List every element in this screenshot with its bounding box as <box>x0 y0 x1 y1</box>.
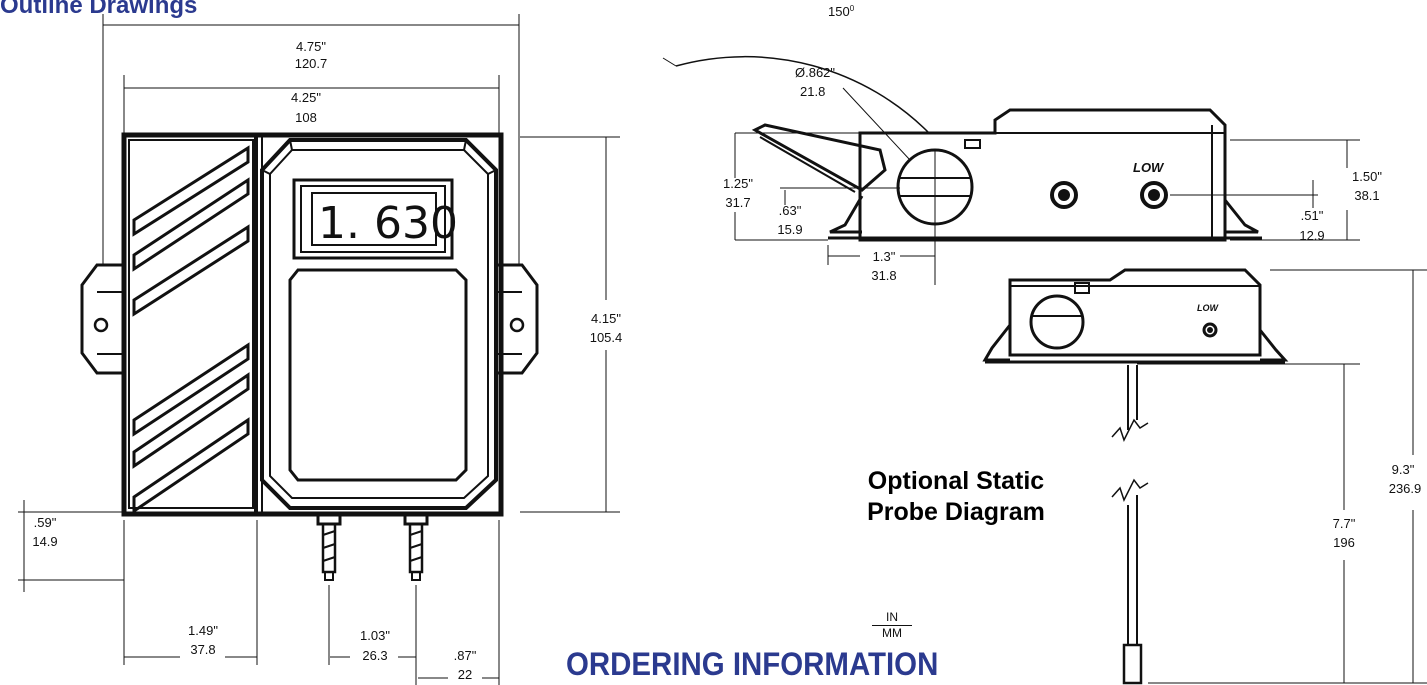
dim-body-width-mm: 108 <box>295 110 317 125</box>
side-right-flange <box>1223 199 1259 234</box>
dim-side-height-mm: 31.7 <box>725 195 750 210</box>
lcd-display <box>311 192 437 246</box>
dim-side-height-in: 1.25" <box>723 176 753 191</box>
high-pressure-fitting <box>1050 181 1078 209</box>
dim-probe-total-in: 9.3" <box>1392 462 1415 477</box>
dim-port-center-height-mm: 15.9 <box>777 222 802 237</box>
dim-probe-length-in: 7.7" <box>1333 516 1356 531</box>
dim-port-spacing-mm: 26.3 <box>362 648 387 663</box>
dim-bottom-offset-mm: 14.9 <box>32 534 57 549</box>
dim-port-right-in: .87" <box>454 648 477 663</box>
dim-height-in: 4.15" <box>591 311 621 326</box>
units-millimeters: MM <box>882 626 902 640</box>
side-view: 1500 Ø.862" 21.8 LOW <box>662 4 1382 285</box>
side-housing <box>858 108 1227 242</box>
probe-dimension-lines <box>1137 269 1427 684</box>
pressure-port-low <box>403 512 429 581</box>
lcd-window <box>292 178 454 260</box>
open-lid <box>751 123 887 192</box>
units-legend: IN MM <box>872 610 912 641</box>
dim-lid-angle: 1500 <box>828 4 855 19</box>
low-label: LOW <box>1133 160 1165 175</box>
left-mounting-hole <box>93 317 109 333</box>
housing-outline <box>121 132 504 517</box>
front-view: 1. 630 <box>18 14 622 685</box>
dim-height-mm: 105.4 <box>590 330 623 345</box>
static-probe-title-line2: Probe Diagram <box>867 498 1045 526</box>
probe-housing <box>1008 268 1262 357</box>
probe-left-flange <box>982 324 1012 362</box>
dim-port-diameter-mm: 21.8 <box>800 84 825 99</box>
dim-port-diameter-in: Ø.862" <box>795 65 835 80</box>
pressure-port-high <box>316 512 342 581</box>
dim-body-width-in: 4.25" <box>291 90 321 105</box>
outline-drawings-title: Outline Drawings <box>0 0 198 19</box>
static-probe-view: LOW 9.3" 236.9 7.7" 196 <box>982 268 1427 685</box>
faceplate-frame <box>260 138 498 510</box>
side-dimension-lines <box>734 132 1360 265</box>
units-inches: IN <box>872 610 912 626</box>
right-mounting-hole <box>509 317 525 333</box>
dim-port-center-height-in: .63" <box>779 203 802 218</box>
housing-diagonal-ribs <box>132 145 250 514</box>
dim-probe-length-mm: 196 <box>1333 535 1355 550</box>
dim-port-center-left-mm: 31.8 <box>871 268 896 283</box>
dim-port-right-mm: 22 <box>458 667 472 682</box>
lcd-reading: 1. 630 <box>318 198 458 249</box>
dim-port-left-mm: 37.8 <box>190 642 215 657</box>
dim-overall-side-height-in: 1.50" <box>1352 169 1382 184</box>
front-dimension-lines <box>18 14 620 685</box>
dim-low-port-height-in: .51" <box>1301 208 1324 223</box>
dim-port-spacing-in: 1.03" <box>360 628 390 643</box>
dim-low-port-height-mm: 12.9 <box>1299 228 1324 243</box>
probe-low-label: LOW <box>1197 303 1219 313</box>
static-probe-title: Optional Static Probe Diagram <box>846 466 1066 528</box>
low-pressure-fitting <box>1140 181 1168 209</box>
dim-port-center-left-in: 1.3" <box>873 249 896 264</box>
dim-overall-side-height-mm: 38.1 <box>1354 188 1379 203</box>
dim-overall-width-mm: 120.7 <box>295 56 328 71</box>
dim-port-left-in: 1.49" <box>188 623 218 638</box>
probe-tip <box>1122 643 1143 685</box>
lid-angle-arc <box>675 55 931 135</box>
dim-probe-total-mm: 236.9 <box>1389 481 1422 496</box>
probe-port-opening <box>1029 294 1085 350</box>
right-mounting-flange <box>497 263 539 375</box>
ordering-information-heading: ORDERING INFORMATION <box>566 646 939 682</box>
dim-overall-width-in: 4.75" <box>296 39 326 54</box>
left-mounting-flange <box>80 263 124 375</box>
lower-panel <box>288 268 468 482</box>
dim-bottom-offset-in: .59" <box>34 515 57 530</box>
side-left-flange <box>829 195 864 234</box>
static-probe-title-line1: Optional Static <box>867 467 1045 495</box>
